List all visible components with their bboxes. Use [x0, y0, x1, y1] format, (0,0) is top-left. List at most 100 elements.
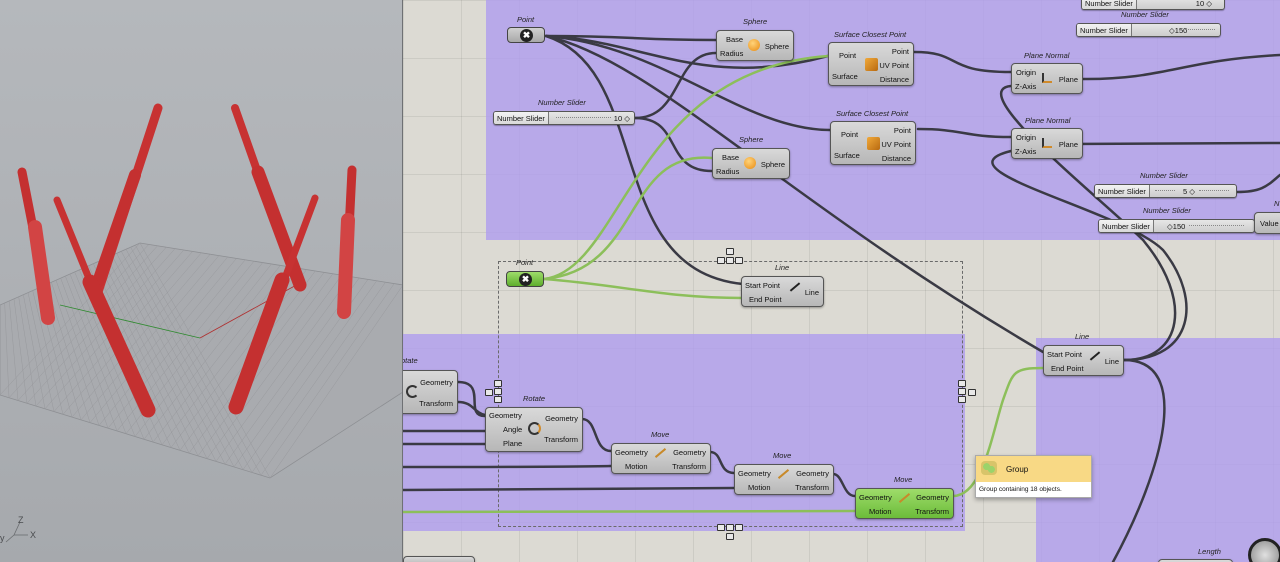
- line-component-2[interactable]: Start Point End Point Line: [1043, 345, 1124, 376]
- grid-line: [135, 244, 262, 476]
- grid-line: [53, 251, 193, 412]
- scp1-title: Surface Closest Point: [834, 30, 907, 39]
- number-slider1-title: Number Slider: [538, 98, 586, 107]
- move-icon: [654, 448, 667, 458]
- grid-line: [139, 242, 271, 479]
- grid-line: [102, 259, 199, 456]
- group-handle-left[interactable]: [494, 380, 503, 404]
- grid-line: [242, 280, 377, 470]
- grid-line: [46, 284, 91, 423]
- group-handle-bottom[interactable]: [726, 533, 735, 541]
- grid-line: [107, 257, 208, 459]
- surface-closest-point-1[interactable]: Point Surface Point UV Point Distance: [828, 42, 914, 86]
- move-component-3[interactable]: Geometry Motion Geometry Transform: [855, 488, 954, 519]
- move-component-1[interactable]: Geometry Motion Geometry Transform: [611, 443, 711, 474]
- number-slider-3[interactable]: Number Slider ◇150: [1098, 219, 1255, 233]
- number-slider-top-0[interactable]: Number Slider 10 ◇: [1081, 0, 1225, 10]
- grid-line: [26, 247, 167, 404]
- grid-line: [4, 302, 10, 398]
- group-handle-right-b[interactable]: [968, 389, 977, 397]
- rhino-viewport[interactable]: Z y X: [0, 0, 403, 562]
- grid-line: [130, 247, 253, 473]
- number-slider-2[interactable]: Number Slider 5 ◇: [1094, 184, 1237, 198]
- line1-title: Line: [775, 263, 790, 272]
- red-cylinders[interactable]: [17, 103, 357, 418]
- group-tooltip: Group Group containing 18 objects.: [975, 455, 1092, 498]
- line-component-1[interactable]: Start Point End Point Line: [741, 276, 824, 307]
- tooltip-description: Group containing 18 objects.: [979, 486, 1062, 493]
- grid-line: [51, 282, 100, 426]
- point1-title: Point: [517, 15, 535, 24]
- number-slider-top-1[interactable]: Number Slider ◇150: [1076, 23, 1221, 37]
- point-param-1[interactable]: ✖: [507, 27, 545, 43]
- rotate-icon: [406, 385, 419, 398]
- move3-title: Move: [894, 475, 913, 484]
- grid-line: [13, 298, 28, 404]
- value-component-stub[interactable]: Value: [1254, 212, 1280, 234]
- length-title: Length: [1198, 547, 1221, 556]
- group-handle-left-b[interactable]: [485, 389, 494, 397]
- plane-normal-component-1[interactable]: Origin Z-Axis Plane: [1011, 63, 1083, 94]
- move-component-2[interactable]: Geometry Motion Geometry Transform: [734, 464, 834, 495]
- grid-line: [27, 292, 55, 412]
- move-icon: [898, 493, 911, 503]
- sphere-component-2[interactable]: Base Radius Sphere: [712, 148, 790, 179]
- surface-closest-point-icon: [867, 137, 880, 150]
- number-slider-1[interactable]: Number Slider 10 ◇: [493, 111, 635, 125]
- tooltip-header: Group: [976, 456, 1091, 482]
- point2-title: Point: [516, 258, 534, 267]
- rotate-component[interactable]: Geometry Angle Plane Geometry Transform: [485, 407, 583, 452]
- grid-line: [224, 277, 360, 465]
- plane-normal-component-2[interactable]: Origin Z-Axis Plane: [1011, 128, 1083, 159]
- line-icon: [789, 282, 801, 292]
- grid-line: [65, 275, 127, 434]
- group-handle-right[interactable]: [958, 380, 967, 404]
- navigation-widget[interactable]: [1248, 538, 1280, 562]
- bottom-left-stub[interactable]: [403, 556, 475, 562]
- grid-line: [215, 276, 351, 462]
- group-handle-top-row[interactable]: [717, 257, 747, 265]
- number-slider-top-title: Number Slider: [1121, 10, 1169, 19]
- axis-x-label: X: [30, 530, 37, 540]
- move-icon: [777, 469, 790, 479]
- grid-line: [97, 261, 190, 454]
- sphere-component-1[interactable]: Base Radius Sphere: [716, 30, 794, 61]
- group-handle-bottom-row[interactable]: [717, 524, 747, 532]
- wire-layer: [403, 34, 1280, 562]
- tooltip-title: Group: [1006, 465, 1029, 474]
- grasshopper-canvas[interactable]: Number Slider 10 ◇ Number Slider Number …: [403, 0, 1280, 562]
- grid-line: [260, 283, 395, 476]
- grid-line: [9, 300, 19, 401]
- grid-line: [74, 271, 145, 440]
- grid-line: [121, 251, 235, 468]
- grid-line: [89, 256, 228, 423]
- rotate-component-left[interactable]: Geometry Transform: [403, 370, 458, 414]
- sphere-icon: [748, 39, 760, 51]
- grid-line: [71, 254, 211, 418]
- plane-normal1-title: Plane Normal: [1024, 51, 1070, 60]
- length-component-stub[interactable]: [1158, 559, 1233, 562]
- rotate-icon: [528, 422, 541, 435]
- plane-normal2-title: Plane Normal: [1025, 116, 1071, 125]
- group-handle-top[interactable]: [726, 248, 735, 256]
- number-slider3-title: Number Slider: [1143, 206, 1191, 215]
- line2-title: Line: [1075, 332, 1090, 341]
- axis-y-label: y: [0, 533, 5, 543]
- grid-line: [17, 245, 158, 401]
- plane-normal-icon: [1042, 73, 1052, 83]
- grid-line: [62, 252, 202, 415]
- plane-normal-icon: [1042, 138, 1052, 148]
- grid-line: [125, 249, 244, 470]
- point-param-2[interactable]: ✖: [506, 271, 544, 287]
- grid-line: [143, 265, 281, 440]
- right-edge-title: N: [1274, 199, 1280, 208]
- number-slider2-title: Number Slider: [1140, 171, 1188, 180]
- surface-closest-point-2[interactable]: Point Surface Point UV Point Distance: [830, 121, 916, 165]
- sphere2-title: Sphere: [739, 135, 764, 144]
- grid-line: [0, 242, 141, 396]
- grid-line: [23, 294, 46, 409]
- grid-line: [269, 286, 402, 479]
- surface-closest-point-icon: [865, 58, 878, 71]
- grid-line: [107, 259, 246, 429]
- axis-z-label: Z: [18, 515, 24, 525]
